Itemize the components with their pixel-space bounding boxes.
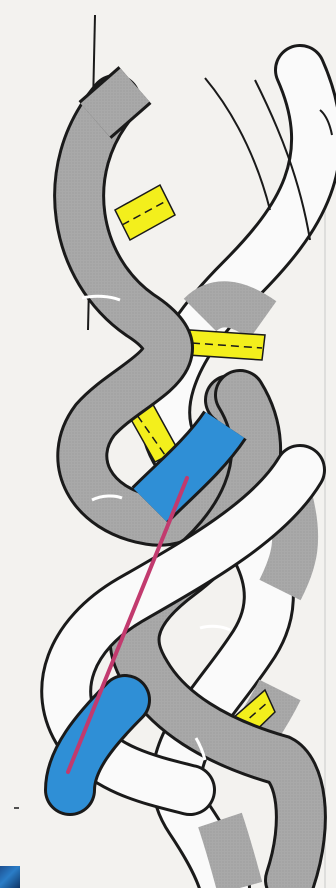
base-pair xyxy=(188,330,265,360)
top-ribbon xyxy=(95,85,135,120)
corner-color-mark xyxy=(0,866,20,888)
